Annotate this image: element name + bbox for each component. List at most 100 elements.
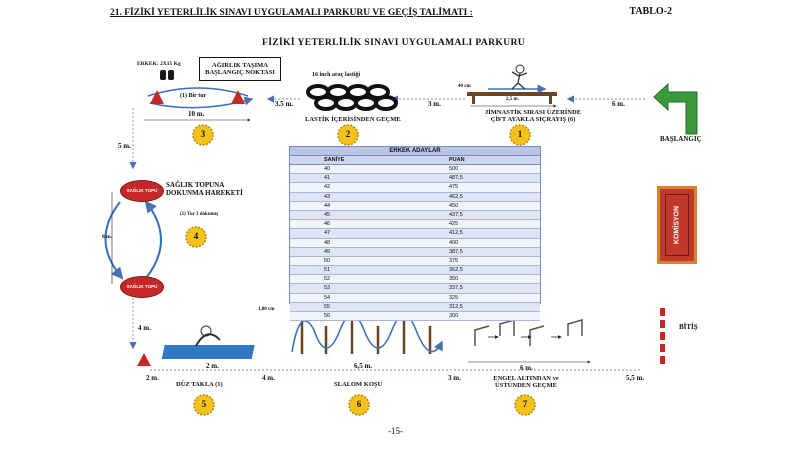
seconds-cell: 42 (324, 184, 331, 191)
weight-label: ERKEK: 2X15 Kg (137, 61, 181, 67)
points-cell: 337,5 (449, 285, 463, 292)
station-2-label: LASTİK İÇERİSİNDEN GEÇME (305, 116, 401, 123)
tablo-label: TABLO-2 (629, 6, 672, 17)
station-6-number: 6 (356, 399, 362, 409)
table-row: 53 337,5 (290, 284, 540, 294)
station-1-number: 1 (517, 129, 523, 139)
points-cell: 362,5 (449, 267, 463, 274)
seconds-cell: 48 (324, 239, 331, 246)
health-ball-top: SAĞLIK TOPU (120, 180, 164, 202)
seconds-cell: 49 (324, 248, 331, 255)
station-4-label: SAĞLIK TOPUNA DOKUNMA HAREKETİ (166, 181, 243, 197)
points-cell: 475 (449, 184, 459, 191)
station-4-sub: (1) Tur 3 dokunuş (180, 212, 219, 217)
station-5-badge: 5 (193, 394, 215, 416)
table-row: 51 362,5 (290, 266, 540, 276)
column-header: SANİYE (324, 157, 345, 163)
seconds-cell: 43 (324, 193, 331, 200)
table-row: 44 450 (290, 201, 540, 211)
seconds-cell: 50 (324, 257, 331, 264)
slalom-height: 1,80 cm (258, 307, 275, 312)
station-1-label: JİMNASTİK SIRASI ÜZERİNDE ÇİFT AYAKLA SI… (484, 109, 582, 124)
page-number: -15- (388, 426, 403, 436)
points-cell: 462,5 (449, 193, 463, 200)
points-cell: 300 (449, 313, 459, 319)
points-cell: 387,5 (449, 248, 463, 255)
points-cell: 437,5 (449, 211, 463, 218)
distance-s7-span: 6 m. (520, 364, 533, 372)
station-2-badge: 2 (337, 124, 359, 146)
seconds-cell: 55 (324, 303, 331, 310)
table-row: 52 350 (290, 275, 540, 285)
station-4-badge: 4 (185, 226, 207, 248)
seconds-cell: 44 (324, 202, 331, 209)
distance-start-s1: 6 m. (612, 100, 625, 108)
bench-length: 2,5 m. (506, 97, 519, 102)
table-row: 43 462,5 (290, 192, 540, 202)
lap-label: (1) Bir tur (180, 93, 207, 99)
table-row: 50 375 (290, 256, 540, 267)
table-row: 40 500 (290, 165, 540, 175)
points-cell: 325 (449, 294, 459, 301)
points-cell: 400 (449, 239, 459, 246)
seconds-cell: 54 (324, 294, 331, 301)
commission-box: KOMİSYON (657, 186, 697, 264)
table-row: 42 475 (290, 183, 540, 193)
points-cell: 500 (449, 166, 459, 172)
station-5-label: DÜZ TAKLA (1) (176, 381, 223, 388)
points-cell: 450 (449, 202, 459, 209)
distance-s5-span: 2 m. (206, 362, 219, 370)
table-row: 49 387,5 (290, 247, 540, 257)
start-label: BAŞLANGIÇ (660, 135, 702, 143)
distance-s2-s3: 3.5 m. (275, 100, 294, 108)
seconds-cell: 56 (324, 313, 331, 319)
seconds-cell: 41 (324, 175, 331, 182)
seconds-cell: 53 (324, 285, 331, 292)
distance-s3-span: 10 m. (188, 110, 205, 118)
station-5-number: 5 (201, 399, 207, 409)
course-title: FİZİKİ YETERLİLİK SINAVI UYGULAMALI PARK… (262, 38, 526, 48)
finish-label: BİTİŞ (679, 323, 698, 331)
distance-s1-s2: 3 m. (428, 100, 441, 108)
points-cell: 312,5 (449, 303, 463, 310)
score-table-title: ERKEK ADAYLAR (290, 147, 540, 156)
distance-s4-span: 8 m. (102, 234, 113, 240)
station-4-number: 4 (193, 231, 199, 241)
column-header: PUAN (449, 157, 465, 163)
seconds-cell: 52 (324, 276, 331, 283)
bench-height: 40 cm (458, 84, 471, 89)
health-ball-bottom: SAĞLIK TOPU (120, 276, 164, 298)
station-7-badge: 7 (514, 394, 536, 416)
station-3-number: 3 (200, 129, 206, 139)
tyre-label: 16 inch araç lastiği (312, 72, 361, 78)
distance-s4-s5: 4 m. (138, 324, 151, 332)
seconds-cell: 40 (324, 166, 331, 172)
station-7-number: 7 (522, 399, 528, 409)
points-cell: 425 (449, 221, 459, 228)
table-row: 46 425 (290, 220, 540, 230)
station-2-number: 2 (345, 129, 351, 139)
points-cell: 412,5 (449, 230, 463, 237)
distance-s6-span: 6,5 m. (354, 362, 373, 370)
station-6-badge: 6 (348, 394, 370, 416)
points-cell: 375 (449, 257, 459, 264)
table-row: 48 400 (290, 238, 540, 248)
table-row: 47 412,5 (290, 229, 540, 239)
table-row: 56 300 (290, 312, 540, 322)
points-cell: 487,5 (449, 175, 463, 182)
section-title: 21. FİZİKİ YETERLİLİK SINAVI UYGULAMALI … (110, 8, 473, 18)
station-1-badge: 1 (509, 124, 531, 146)
seconds-cell: 51 (324, 267, 331, 274)
table-row: 55 312,5 (290, 302, 540, 312)
weight-start-box: AĞIRLIK TAŞIMA BAŞLANGIÇ NOKTASI (199, 57, 281, 81)
seconds-cell: 46 (324, 221, 331, 228)
distance-s7-finish: 5,5 m. (626, 374, 645, 382)
seconds-cell: 47 (324, 230, 331, 237)
distance-s5-left: 2 m. (146, 374, 159, 382)
score-table-header: SANİYE PUAN (290, 156, 540, 165)
commission-label: KOMİSYON (673, 205, 681, 245)
points-cell: 350 (449, 276, 459, 283)
